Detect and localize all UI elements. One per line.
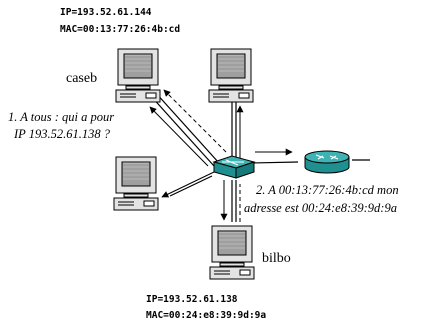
broadcast-message-line2: IP 193.52.61.138 ? (13, 127, 111, 141)
reply-message-line1: 2. A 00:13:77:26:4b:cd mon (256, 183, 399, 197)
reply-arrow-switch-to-caseb (163, 89, 227, 153)
broadcast-arrow-to-caseb (149, 106, 209, 167)
bilbo-mac-label: MAC=00:24:e8:39:9d:9a (146, 310, 266, 321)
bilbo-ip-label: IP=193.52.61.138 (146, 294, 238, 305)
network-links (149, 91, 370, 222)
router-icon (304, 150, 350, 174)
reply-arrows (163, 89, 241, 222)
reply-message-line2: adresse est 00:24:e8:39:9d:9a (244, 201, 397, 215)
broadcast-arrow-to-left-pc (161, 171, 215, 198)
broadcast-message-line1: 1. A tous : qui a pour (8, 110, 114, 124)
link-switch-router (251, 161, 299, 164)
link-left-pc-switch (169, 175, 213, 197)
link-caseb-switch (149, 94, 215, 167)
computer-icon-left (113, 156, 159, 211)
computer-icon-top (208, 48, 254, 103)
computer-icon-bilbo (209, 225, 255, 280)
caseb-mac-label: MAC=00:13:77:26:4b:cd (60, 24, 180, 35)
computer-icon-caseb (115, 48, 161, 103)
caseb-ip-label: IP=193.52.61.144 (60, 7, 152, 18)
bilbo-name: bilbo (262, 251, 291, 266)
caseb-name: caseb (66, 71, 97, 86)
broadcast-arrows (149, 105, 293, 221)
switch-icon (212, 155, 256, 179)
